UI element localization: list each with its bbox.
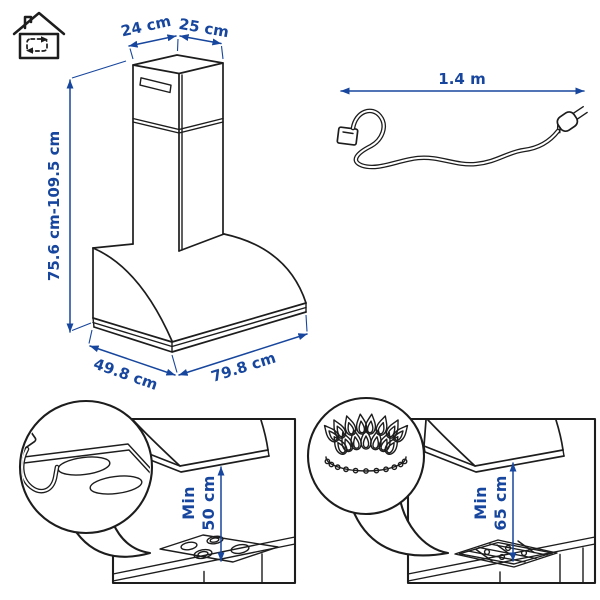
dimension-electric-clearance: Min 50 cm	[179, 466, 225, 562]
panel-gas-clearance: Min 65 cm	[306, 396, 597, 585]
power-cable-drawing: 1.4 m	[336, 70, 588, 170]
electric-cooktop	[159, 534, 279, 563]
electric-min-value: 50 cm	[199, 475, 218, 531]
dimension-gas-clearance: Min 65 cm	[471, 462, 517, 562]
room-frame	[406, 417, 597, 585]
hood-isometric-drawing: 24 cm 25 cm 75.6 cm-109.5 cm 49.8 cm 79.…	[45, 12, 308, 394]
recirculation-loop-icon	[26, 36, 48, 54]
countertop-electric	[112, 536, 296, 584]
house-recirculation-icon	[12, 11, 66, 60]
callout-circle-electric	[18, 399, 154, 535]
panel-electric-clearance: Min 50 cm	[18, 399, 297, 585]
gas-cooktop	[454, 539, 558, 568]
cable-connector-icon	[336, 126, 359, 146]
dimension-top-width: 25 cm	[177, 15, 230, 60]
cable-cord	[350, 108, 561, 170]
callout-circle-gas	[306, 396, 426, 516]
power-plug-icon	[556, 105, 588, 134]
dimension-cable-length: 1.4 m	[340, 70, 585, 95]
countertop-gas	[407, 536, 596, 584]
height-range-label: 75.6 cm-109.5 cm	[45, 131, 63, 281]
chimney-duct	[132, 54, 224, 252]
electric-min-label: Min	[179, 486, 198, 520]
dimension-base-width: 79.8 cm	[171, 314, 308, 386]
base-depth-label: 49.8 cm	[91, 355, 160, 394]
cable-length-label: 1.4 m	[438, 70, 485, 88]
top-depth-label: 24 cm	[119, 12, 172, 41]
gas-burner-flames-icon	[319, 412, 413, 474]
dimension-top-depth: 24 cm	[119, 12, 179, 60]
wall-hood-gas	[423, 419, 565, 473]
dimension-height-range: 75.6 cm-109.5 cm	[45, 60, 127, 333]
gas-min-value: 65 cm	[491, 475, 510, 531]
gas-min-label: Min	[471, 486, 490, 520]
vent-slot-icon	[139, 77, 172, 94]
hood-canopy	[92, 233, 307, 353]
